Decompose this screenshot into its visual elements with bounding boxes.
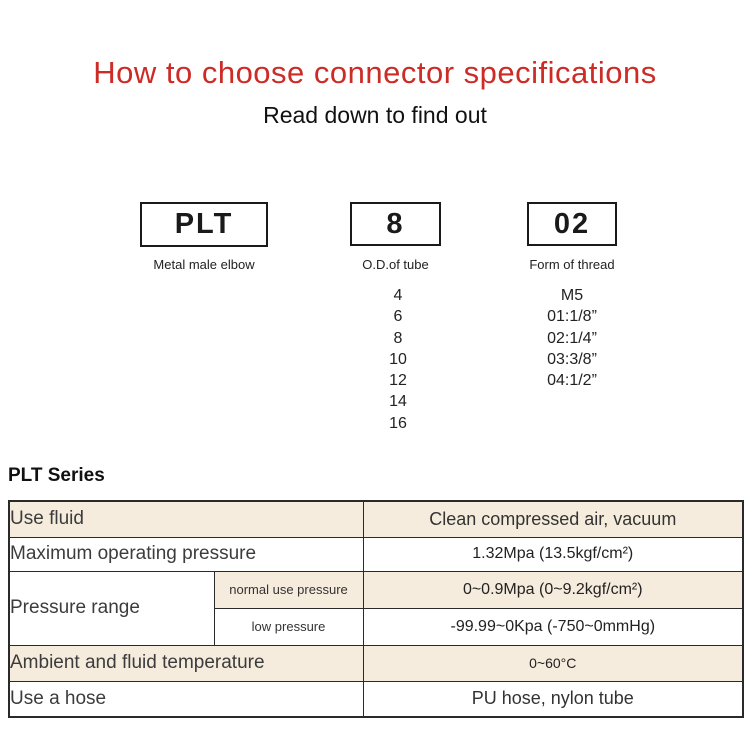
thread-option: 04:1/2”	[547, 372, 597, 390]
series-code-label: Metal male elbow	[153, 257, 255, 272]
spec-label-max-pressure: Maximum operating pressure	[8, 536, 364, 572]
tube-od-options-list: 4 6 8 10 12 14 16	[348, 285, 448, 434]
spec-label-use-fluid: Use fluid	[8, 500, 364, 538]
page-subtitle: Read down to find out	[263, 102, 487, 128]
model-code-tube-od: 8	[386, 207, 405, 240]
model-code-series: PLT	[174, 208, 234, 240]
tube-od-option: 14	[389, 393, 407, 411]
spec-value-use-fluid: Clean compressed air, vacuum	[362, 500, 744, 538]
spec-table: Use fluid Clean compressed air, vacuum M…	[8, 500, 745, 718]
series-heading: PLT Series	[8, 465, 105, 486]
spec-sublabel-normal-pressure: normal use pressure	[213, 570, 364, 609]
thread-option: 03:3/8”	[547, 350, 597, 368]
table-row: Use fluid Clean compressed air, vacuum	[8, 500, 744, 538]
thread-code-label: Form of thread	[529, 257, 615, 272]
spec-value-hose: PU hose, nylon tube	[362, 680, 744, 718]
model-code-thread: 02	[553, 207, 591, 240]
tube-od-option: 12	[389, 372, 407, 390]
spec-sublabel-low-pressure: low pressure	[213, 607, 364, 646]
table-row: Pressure range normal use pressure 0~0.9…	[8, 570, 744, 646]
table-row: Maximum operating pressure 1.32Mpa (13.5…	[8, 536, 744, 572]
tube-od-option: 4	[393, 287, 403, 304]
thread-option: 01:1/8”	[547, 308, 597, 326]
tube-od-option: 16	[389, 414, 407, 432]
spec-label-hose: Use a hose	[8, 680, 364, 718]
spec-value-temperature: 0~60°C	[362, 644, 744, 682]
tube-od-code-label: O.D.of tube	[362, 257, 429, 272]
page-title: How to choose connector specifications	[93, 55, 657, 90]
table-row: low pressure -99.99~0Kpa (-750~0mmHg)	[9, 607, 744, 646]
spec-value-max-pressure: 1.32Mpa (13.5kgf/cm²)	[362, 536, 744, 572]
tube-od-option: 6	[393, 308, 403, 326]
spec-label-pressure-range: Pressure range	[8, 570, 215, 646]
model-code-box-thread: 02	[527, 202, 617, 246]
spec-label-temperature: Ambient and fluid temperature	[8, 644, 364, 682]
thread-option: M5	[560, 287, 584, 304]
spec-value-normal-pressure: 0~0.9Mpa (0~9.2kgf/cm²)	[362, 570, 744, 609]
tube-od-option: 8	[393, 329, 403, 347]
model-code-box-tube-od: 8	[350, 202, 441, 246]
table-row: Ambient and fluid temperature 0~60°C	[8, 644, 744, 682]
model-code-box-series: PLT	[140, 202, 268, 247]
spec-value-low-pressure: -99.99~0Kpa (-750~0mmHg)	[362, 607, 744, 646]
tube-od-option: 10	[389, 350, 407, 368]
table-row: Use a hose PU hose, nylon tube	[8, 680, 744, 718]
thread-options-list: M5 01:1/8” 02:1/4” 03:3/8” 04:1/2”	[512, 285, 632, 391]
thread-option: 02:1/4”	[547, 329, 597, 347]
